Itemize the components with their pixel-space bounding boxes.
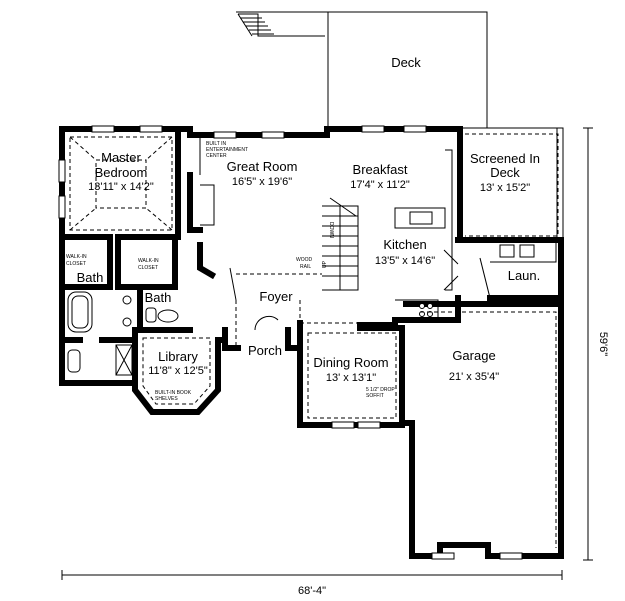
note-walkin-left-1: WALK-IN [66,254,87,260]
breakfast-dims: 17'4" x 11'2" [350,179,410,191]
note-soffit-1: 5 1/2" DROP [366,387,395,393]
bath-master-label: Bath [77,270,104,285]
note-walkin-right-2: CLOSET [138,265,158,271]
note-wood-rail-1: WOOD [296,257,312,263]
screened-deck-dims: 13' x 15'2" [480,182,530,194]
screened-deck-label-1: Screened In [470,151,540,166]
deck-label: Deck [391,55,421,70]
note-bookshelves-2: SHELVES [155,396,178,402]
master-bedroom-label-2: Bedroom [95,165,148,180]
garage-area [420,311,557,548]
dimension-lines [61,127,593,580]
great-room [187,138,322,301]
note-bookshelves-1: BUILT-IN BOOK [155,390,192,396]
note-entertainment-3: CENTER [206,153,227,159]
library [132,327,228,415]
deck-stairs [237,13,325,37]
master-bedroom-label-1: Master [101,150,141,165]
foyer-label: Foyer [259,289,293,304]
breakfast-label: Breakfast [353,162,408,177]
note-soffit-2: SOFFIT [366,393,384,399]
porch-label: Porch [248,343,282,358]
note-walkin-right-1: WALK-IN [138,258,159,264]
kitchen-label: Kitchen [383,237,426,252]
master-suite [59,126,181,386]
note-entertainment-1: BUILT IN [206,141,226,147]
overall-width-label: 68'-4" [298,585,326,597]
great-room-label: Great Room [227,159,298,174]
kitchen-dims: 13'5" x 14'6" [375,255,435,267]
stairs [322,197,359,291]
dining-room-label: Dining Room [313,355,388,370]
library-label: Library [158,349,198,364]
garage-dims: 21' x 35'4" [449,371,499,383]
screened-deck-label-2: Deck [490,165,520,180]
library-dims: 11'8" x 12'5" [148,365,208,377]
dining-room-dims: 13' x 13'1" [326,372,376,384]
half-bath [137,284,193,333]
screened-deck [460,127,564,240]
garage-label: Garage [452,348,495,363]
windows-top [58,125,523,560]
note-entertainment-2: ENTERTAINMENT [206,147,248,153]
note-walkin-left-2: CLOSET [66,261,86,267]
note-stair-down: DOWN [328,222,334,238]
laundry-label: Laun. [508,268,541,283]
bath-half-label: Bath [145,290,172,305]
note-stair-up: UP [322,260,328,268]
dining-room [307,332,397,419]
kitchen [394,149,459,321]
laundry [479,241,557,299]
foyer-area [235,300,360,345]
overall-depth-label: 59'6" [597,332,609,356]
note-wood-rail-2: RAIL [300,264,311,270]
master-bedroom-dims: 13'11" x 14'2" [88,181,154,193]
deck [236,11,488,128]
great-room-dims: 16'5" x 19'6" [232,176,292,188]
